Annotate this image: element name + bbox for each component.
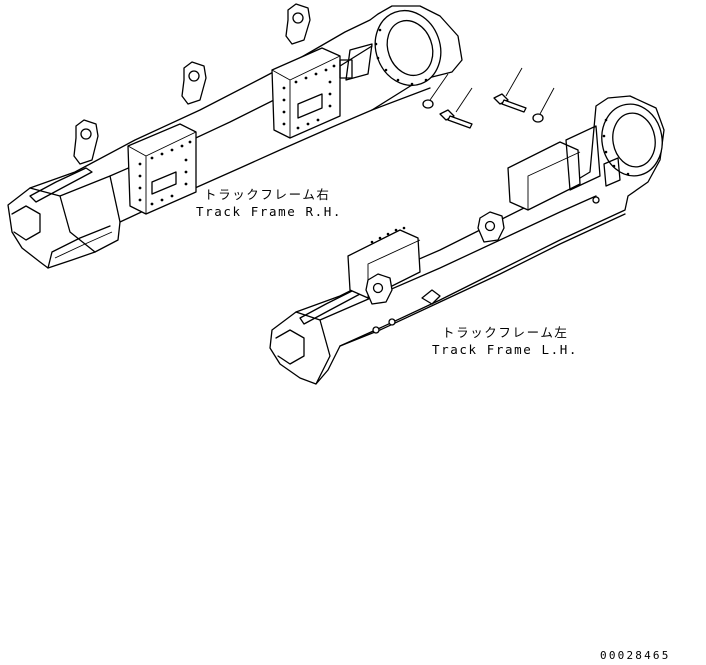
rh-bracket-plate-2: [271, 47, 341, 139]
rh-bracket-plate-1: [127, 123, 197, 215]
lh-mount-pad-1: [347, 226, 421, 299]
label-lh-english: Track Frame L.H.: [432, 342, 579, 357]
label-lh-japanese: トラックフレーム左: [442, 325, 569, 340]
rh-carrier-bracket-2: [181, 61, 207, 105]
lh-pivot-ring: [565, 103, 663, 191]
lh-carrier-bracket-1: [365, 273, 393, 305]
hardware-group: [422, 67, 555, 129]
track-frame-rh: [7, 3, 463, 269]
lh-carrier-bracket-2: [477, 211, 505, 243]
drawing-number: 00028465: [600, 649, 671, 662]
rh-carrier-bracket-1: [73, 119, 99, 165]
lh-beam-body: [269, 95, 665, 385]
rh-pivot-ring: [339, 10, 442, 86]
lh-clip: [421, 289, 441, 305]
washer-left-frame: [532, 87, 555, 123]
label-rh-english: Track Frame R.H.: [196, 204, 343, 219]
rh-beam-body: [7, 5, 463, 269]
bolt-right-frame: [439, 87, 473, 129]
label-rh-japanese: トラックフレーム右: [204, 187, 331, 202]
bolt-left-frame: [493, 67, 527, 113]
track-frame-lh: [269, 95, 665, 385]
lh-mount-pad-2: [507, 141, 581, 211]
washer-right-frame: [422, 73, 449, 109]
rh-carrier-bracket-3: [285, 3, 311, 45]
